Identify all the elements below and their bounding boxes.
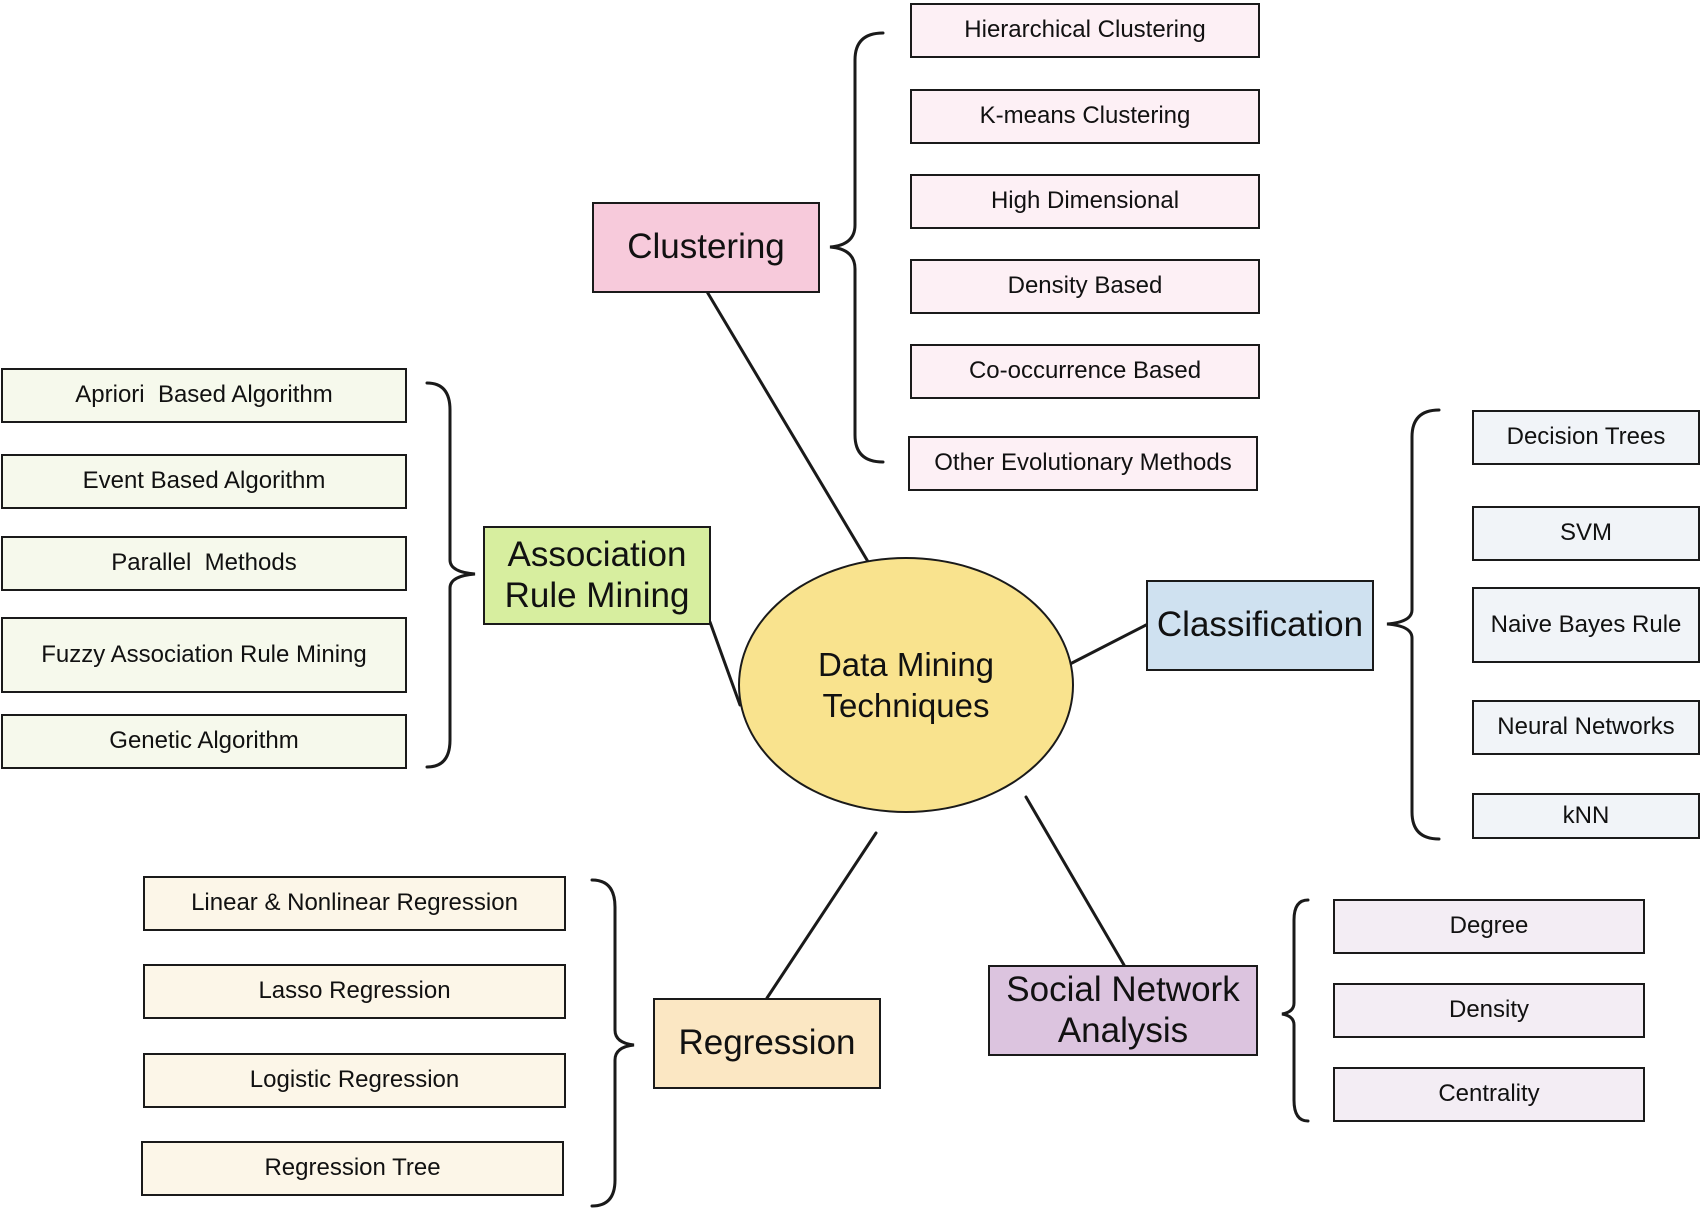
connector-social [1024, 795, 1126, 967]
leaf-label: Co-occurrence Based [968, 357, 1202, 385]
leaf-high-dimensional: High Dimensional [910, 174, 1260, 229]
leaf-density: Density [1333, 983, 1645, 1038]
leaf-label: Regression Tree [264, 1154, 441, 1182]
category-label: Regression [678, 1023, 856, 1063]
leaf-other-evolutionary-methods: Other Evolutionary Methods [908, 436, 1258, 491]
leaf-logistic-regression: Logistic Regression [143, 1053, 566, 1108]
leaf-decision-trees: Decision Trees [1472, 410, 1700, 465]
leaf-label: Event Based Algorithm [82, 467, 326, 495]
leaf-lasso-regression: Lasso Regression [143, 964, 566, 1019]
leaf-regression-tree: Regression Tree [141, 1141, 564, 1196]
leaf-co-occurrence-based: Co-occurrence Based [910, 344, 1260, 399]
leaf-event-based-algorithm: Event Based Algorithm [1, 454, 407, 509]
leaf-label: High Dimensional [990, 187, 1180, 215]
leaf-hierarchical-clustering: Hierarchical Clustering [910, 3, 1260, 58]
leaf-label: Hierarchical Clustering [964, 16, 1206, 44]
leaf-neural-networks: Neural Networks [1472, 700, 1700, 755]
leaf-label: Apriori Based Algorithm [75, 381, 333, 409]
leaf-label: kNN [1562, 801, 1610, 829]
leaf-label: Centrality [1438, 1080, 1540, 1108]
category-label: Classification [1156, 605, 1364, 645]
leaf-label: Logistic Regression [249, 1066, 460, 1094]
leaf-label: Neural Networks [1497, 713, 1675, 741]
leaf-label: Parallel Methods [111, 549, 297, 577]
leaf-fuzzy-association-rule-mining: Fuzzy Association Rule Mining [1, 617, 407, 693]
leaf-degree: Degree [1333, 899, 1645, 954]
center-node-data-mining-techniques: Data Mining Techniques [738, 557, 1074, 813]
connector-clustering [704, 288, 872, 567]
category-label: Clustering [627, 227, 785, 267]
leaf-linear-nonlinear-regression: Linear & Nonlinear Regression [143, 876, 566, 931]
category-label: Social Network Analysis [1006, 969, 1240, 1050]
brace-classification [1386, 408, 1441, 841]
leaf-label: Density Based [1007, 272, 1163, 300]
center-label: Data Mining Techniques [817, 645, 995, 724]
connector-classification [1068, 623, 1148, 666]
leaf-svm: SVM [1472, 506, 1700, 561]
connector-regression [765, 831, 878, 1000]
leaf-k-means-clustering: K-means Clustering [910, 89, 1260, 144]
leaf-label: SVM [1559, 519, 1612, 547]
connector-association [708, 620, 742, 707]
leaf-label: Density [1448, 996, 1530, 1024]
leaf-label: Naive Bayes Rule [1490, 610, 1682, 638]
brace-clustering [829, 31, 885, 464]
brace-social [1281, 898, 1310, 1123]
brace-association [425, 381, 476, 769]
leaf-apriori-based-algorithm: Apriori Based Algorithm [1, 368, 407, 423]
leaf-label: Other Evolutionary Methods [934, 449, 1232, 477]
leaf-centrality: Centrality [1333, 1067, 1645, 1122]
leaf-parallel-methods: Parallel Methods [1, 536, 407, 591]
leaf-label: Lasso Regression [258, 977, 451, 1005]
leaf-label: Genetic Algorithm [109, 727, 299, 755]
leaf-label: Fuzzy Association Rule Mining [41, 640, 367, 668]
leaf-label: Degree [1449, 912, 1529, 940]
category-social-network-analysis: Social Network Analysis [988, 965, 1258, 1056]
category-association-rule-mining: Association Rule Mining [483, 526, 711, 625]
brace-regression [590, 878, 635, 1208]
category-regression: Regression [653, 998, 881, 1089]
leaf-label: Decision Trees [1506, 423, 1666, 451]
leaf-label: Linear & Nonlinear Regression [191, 889, 518, 917]
category-label: Association Rule Mining [504, 534, 690, 615]
leaf-knn: kNN [1472, 793, 1700, 839]
leaf-label: K-means Clustering [979, 102, 1191, 130]
leaf-density-based: Density Based [910, 259, 1260, 314]
leaf-genetic-algorithm: Genetic Algorithm [1, 714, 407, 769]
category-classification: Classification [1146, 580, 1374, 671]
leaf-naive-bayes-rule: Naive Bayes Rule [1472, 587, 1700, 663]
category-clustering: Clustering [592, 202, 820, 293]
